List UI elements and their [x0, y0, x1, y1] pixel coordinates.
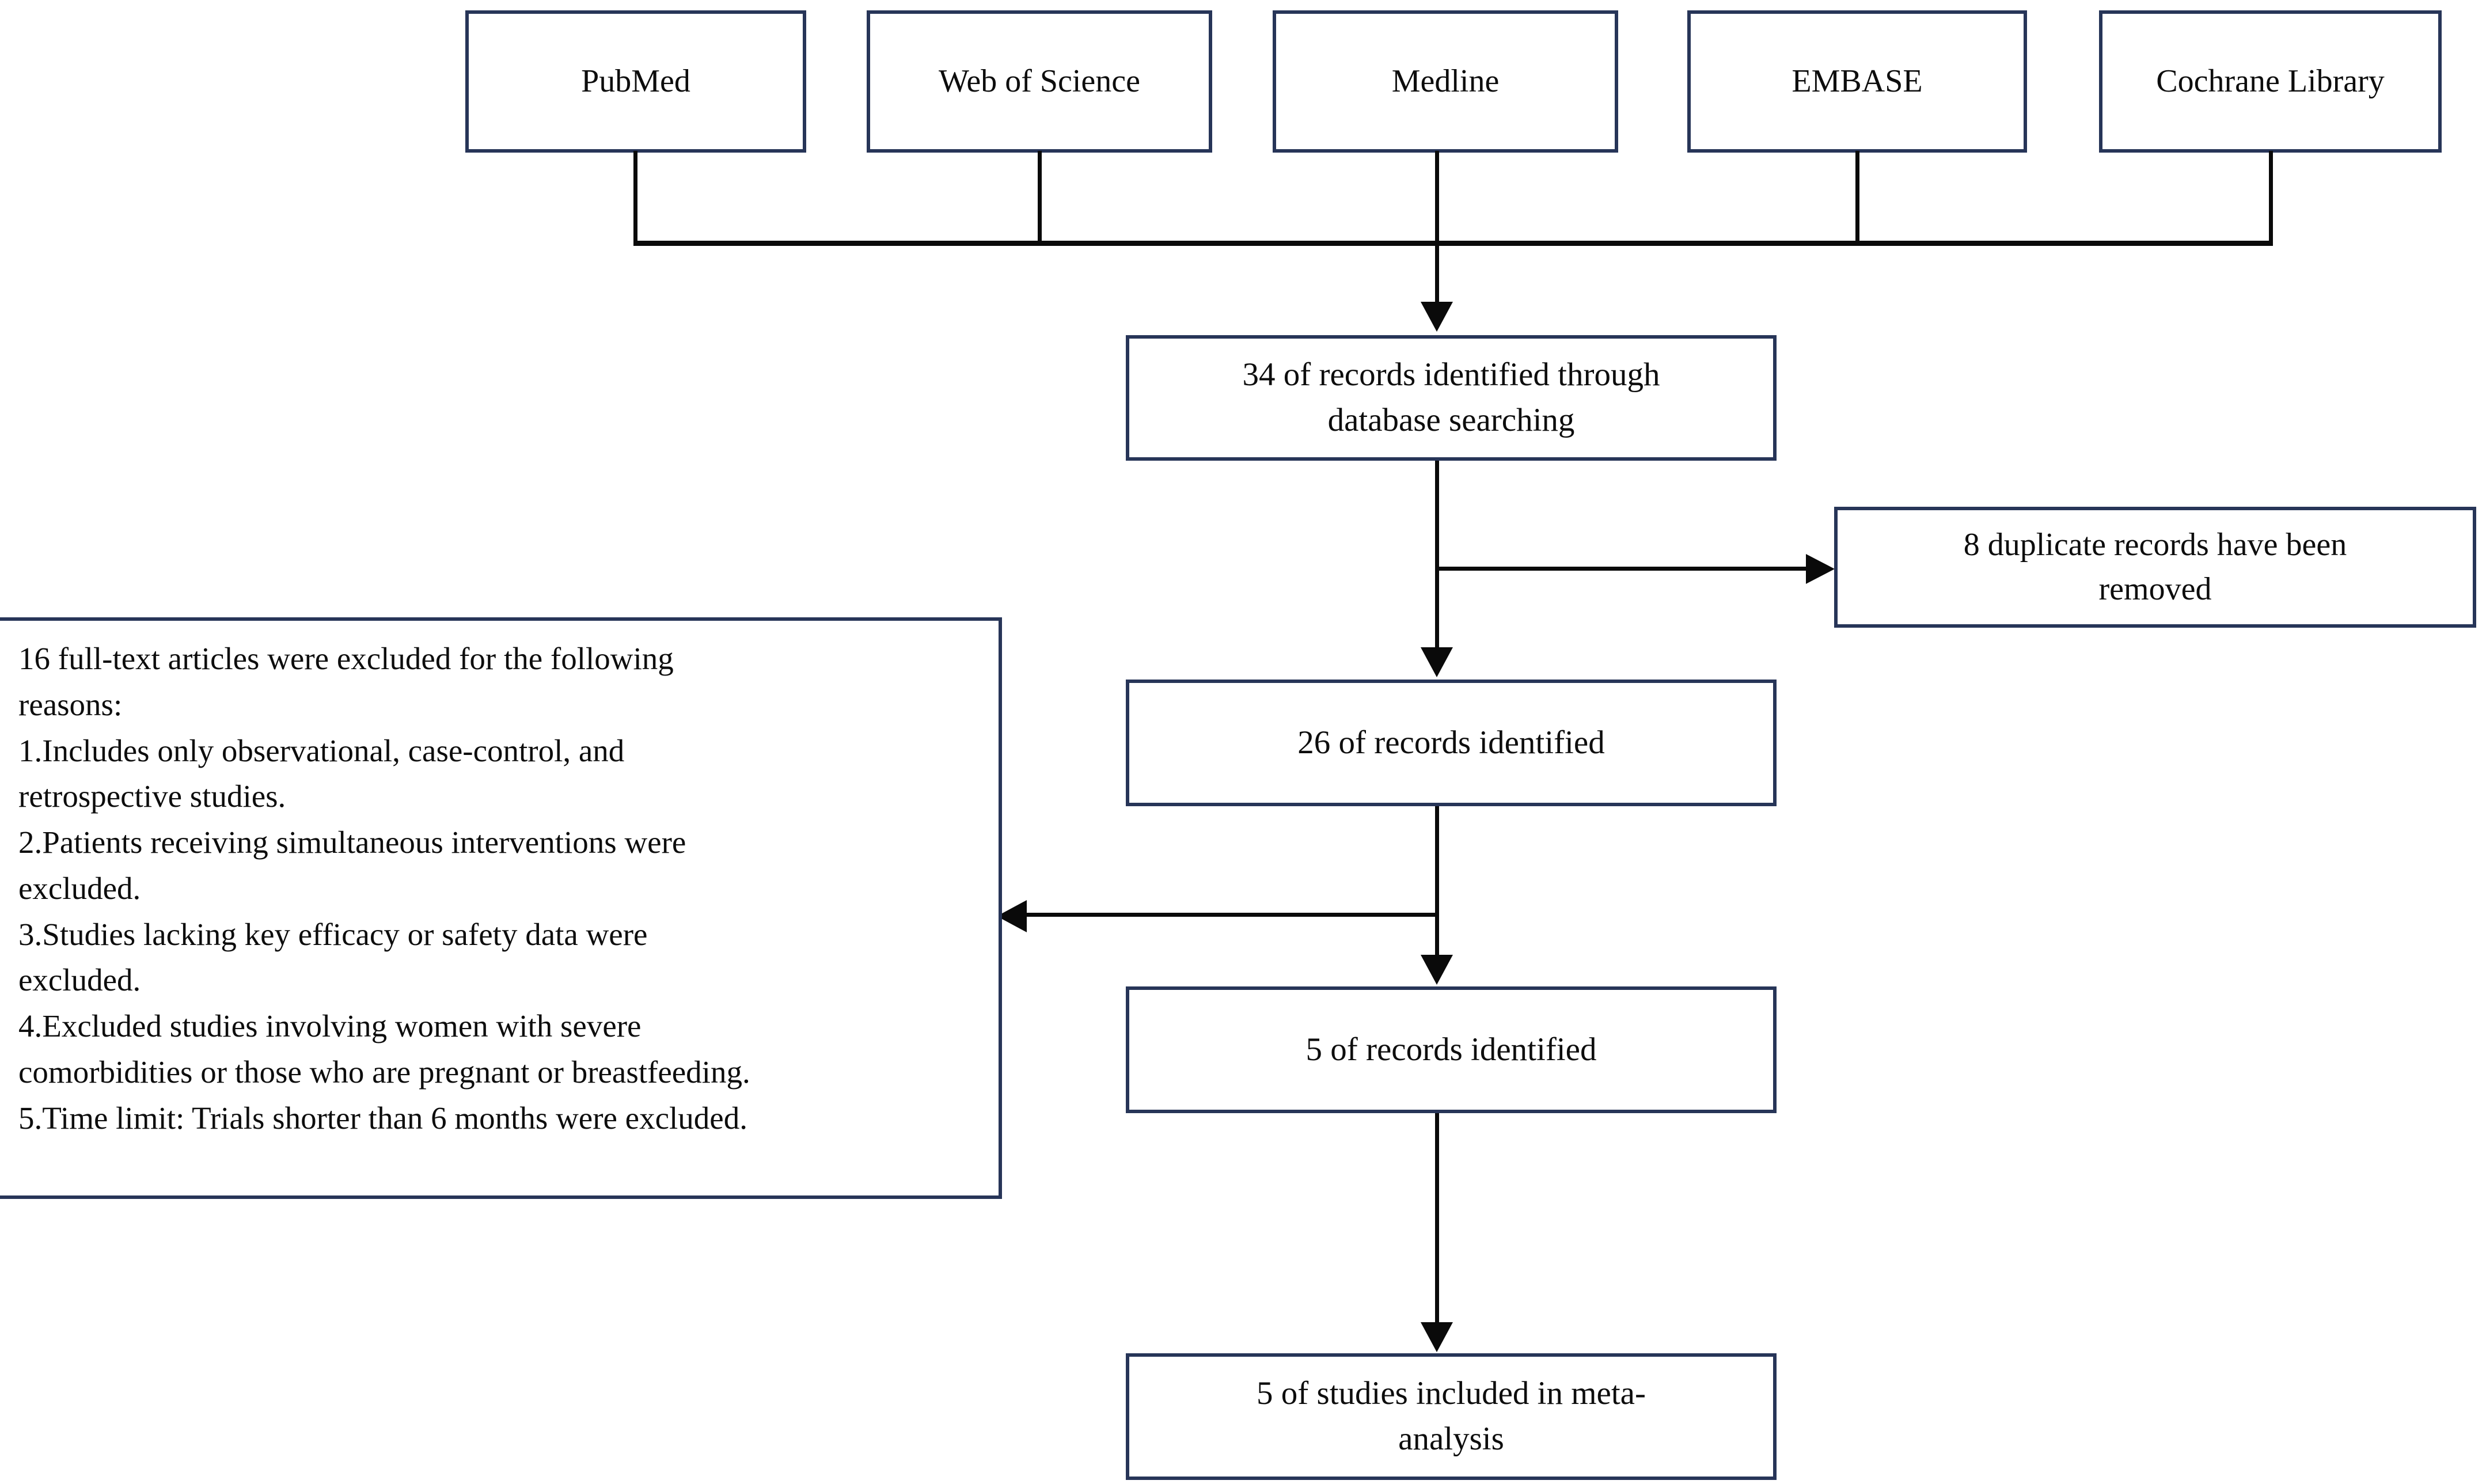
source-box-web-of-science: Web of Science	[867, 10, 1212, 153]
source-label-web-of-science: Web of Science	[939, 63, 1140, 99]
source-box-medline: Medline	[1273, 10, 1618, 153]
stage-label-studies-included: 5 of studies included in meta- analysis	[1257, 1375, 1646, 1457]
source-box-embase: EMBASE	[1687, 10, 2027, 153]
source-label-pubmed: PubMed	[581, 63, 690, 99]
exclusion-label-duplicate-records: 8 duplicate records have been removed	[1963, 526, 2347, 607]
arrowhead-bus-to-identified	[1421, 302, 1453, 332]
arrowhead-to-duplicates	[1806, 554, 1835, 584]
connector-bus-to-identified	[1435, 242, 1439, 305]
stage-box-records-eligible: 5 of records identified	[1126, 986, 1777, 1113]
stage-box-records-screened: 26 of records identified	[1126, 680, 1777, 806]
connector-source-bus	[633, 241, 2273, 246]
connector-pubmed-to-bus	[633, 151, 637, 245]
connector-identified-to-screened	[1435, 461, 1439, 649]
source-label-medline: Medline	[1391, 63, 1500, 99]
exclusion-label-full-text-reasons: 16 full-text articles were excluded for …	[18, 641, 750, 1136]
arrowhead-screened-to-eligible	[1421, 955, 1453, 985]
connector-screened-to-eligible	[1435, 806, 1439, 957]
connector-cochrane-library-to-bus	[2269, 151, 2273, 245]
stage-box-studies-included: 5 of studies included in meta- analysis	[1126, 1353, 1777, 1480]
source-box-cochrane-library: Cochrane Library	[2099, 10, 2442, 153]
stage-box-records-identified: 34 of records identified through databas…	[1126, 335, 1777, 461]
arrowhead-identified-to-screened	[1421, 647, 1453, 677]
connector-identified-to-duplicates	[1437, 567, 1808, 571]
exclusion-box-duplicate-records: 8 duplicate records have been removed	[1834, 507, 2476, 628]
connector-screened-to-exclusions	[1026, 913, 1437, 917]
source-label-embase: EMBASE	[1792, 63, 1923, 99]
connector-web-of-science-to-bus	[1038, 151, 1042, 245]
exclusion-box-full-text-reasons: 16 full-text articles were excluded for …	[0, 617, 1002, 1199]
connector-eligible-to-included	[1435, 1113, 1439, 1324]
stage-label-records-eligible: 5 of records identified	[1305, 1031, 1597, 1068]
source-label-cochrane-library: Cochrane Library	[2156, 63, 2385, 99]
stage-label-records-identified: 34 of records identified through databas…	[1242, 356, 1660, 438]
stage-label-records-screened: 26 of records identified	[1297, 724, 1605, 761]
source-box-pubmed: PubMed	[465, 10, 806, 153]
connector-embase-to-bus	[1855, 151, 1859, 245]
arrowhead-eligible-to-included	[1421, 1322, 1453, 1352]
connector-medline-to-bus	[1435, 151, 1439, 245]
